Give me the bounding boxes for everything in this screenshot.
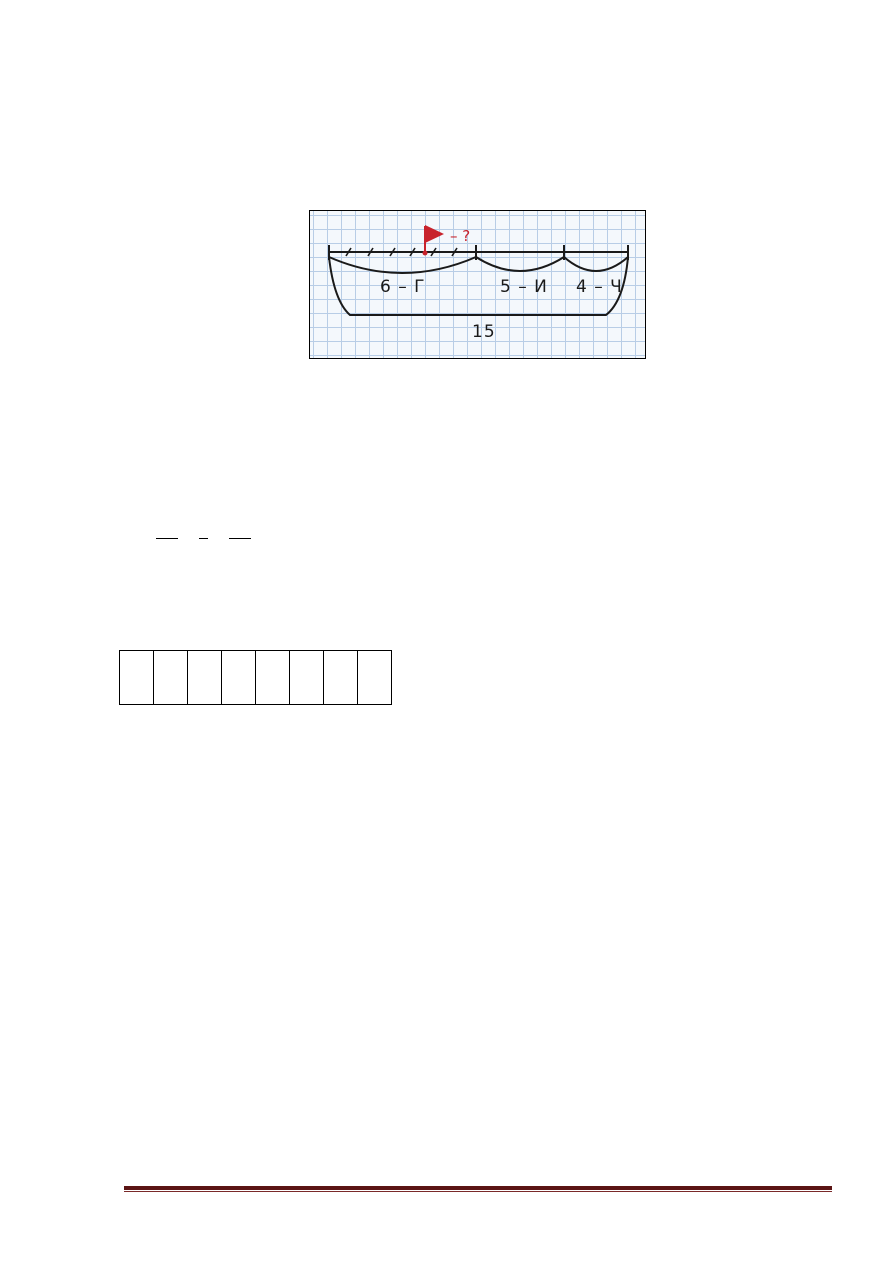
- segment-label-2: 5 – И: [500, 277, 548, 297]
- brace-segment-2: [475, 256, 565, 272]
- flag-icon: [425, 225, 444, 243]
- answer-box[interactable]: [188, 650, 222, 705]
- brace-total: [328, 256, 629, 316]
- answer-box[interactable]: [324, 650, 358, 705]
- flag-marker: [422, 250, 428, 256]
- total-label: 15: [472, 322, 496, 342]
- answer-box[interactable]: [290, 650, 324, 705]
- bar-model-figure: – ? 6 – Г 5 – И 4 – Ч 15: [309, 210, 646, 359]
- flag-label: – ?: [450, 227, 470, 245]
- answer-box-row: [119, 650, 392, 705]
- segment-label-1: 6 – Г: [380, 277, 426, 297]
- footer-rule: [124, 1186, 832, 1190]
- answer-box[interactable]: [256, 650, 290, 705]
- fraction-bar-2: [199, 538, 208, 539]
- answer-box[interactable]: [222, 650, 256, 705]
- brace-segment-3: [563, 256, 629, 272]
- fraction-bar-1: [156, 538, 178, 539]
- segment-label-3: 4 – Ч: [576, 277, 623, 297]
- bar-model-drawing: – ? 6 – Г 5 – И 4 – Ч 15: [328, 225, 629, 342]
- fraction-bar-3: [229, 538, 251, 539]
- brace-segment-1: [328, 256, 477, 274]
- answer-box[interactable]: [120, 650, 154, 705]
- answer-box[interactable]: [154, 650, 188, 705]
- hatch-marks: [345, 247, 458, 257]
- fraction-lines: [156, 538, 256, 542]
- answer-box[interactable]: [358, 650, 392, 705]
- footer-rule-thin: [124, 1191, 832, 1192]
